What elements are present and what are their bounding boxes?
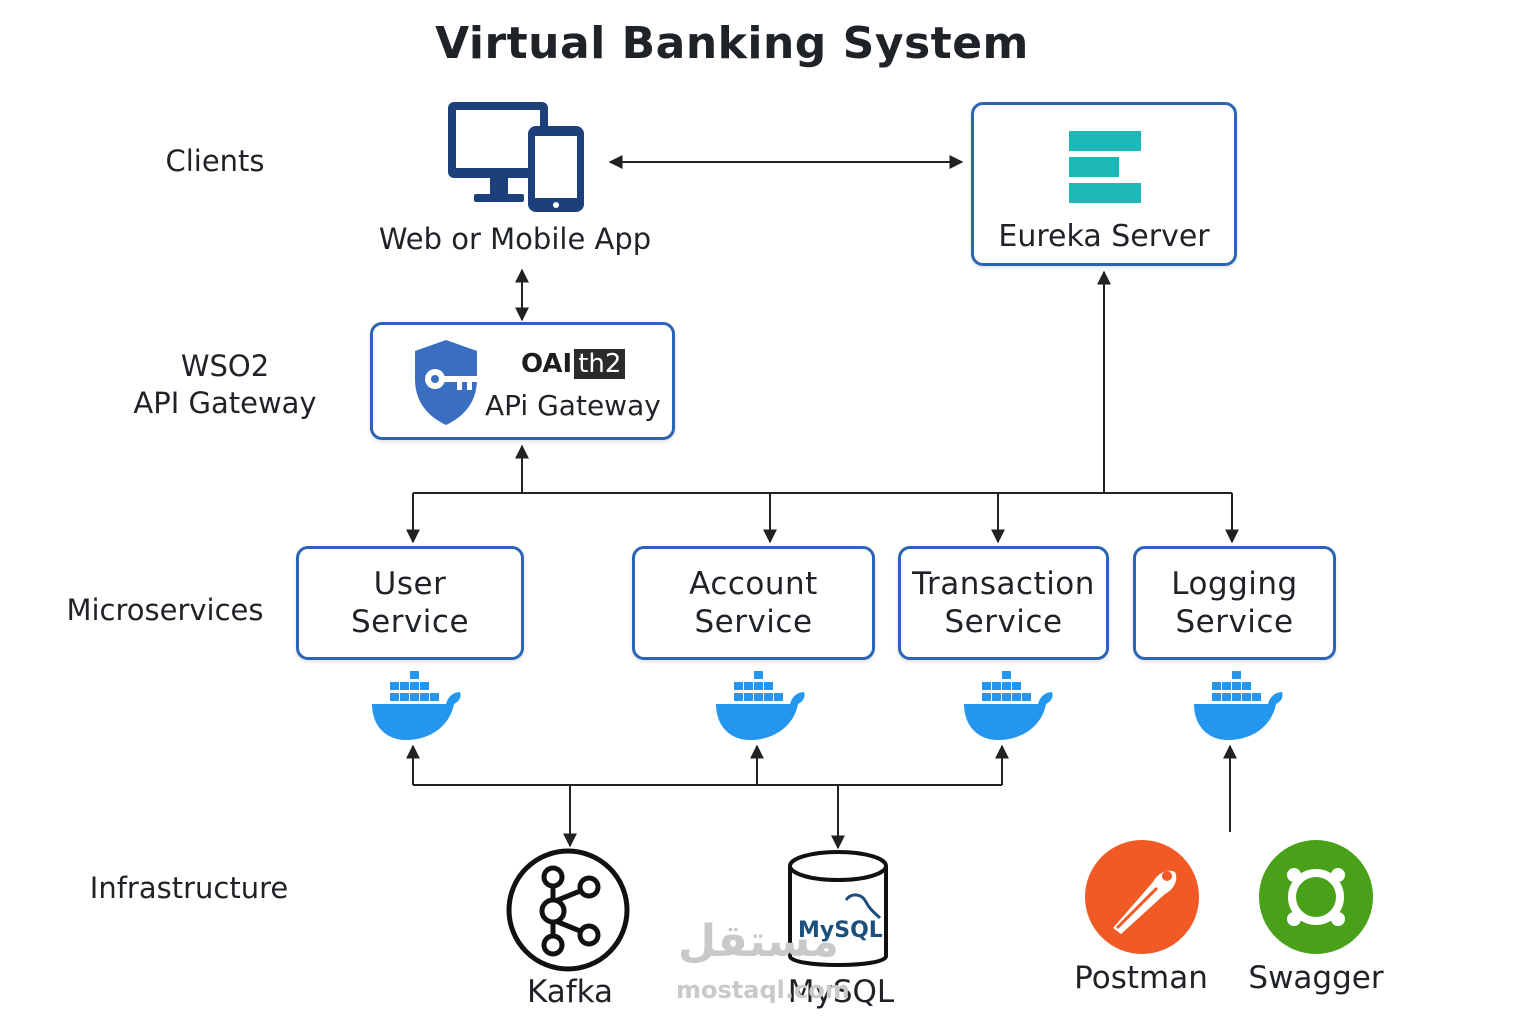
layer-label-clients: Clients <box>165 144 265 178</box>
oauth2-logo: OAI th2 <box>521 347 626 381</box>
layer-label-infrastructure: Infrastructure <box>89 871 289 905</box>
user-service-box: User Service <box>296 546 524 660</box>
devices-icon <box>448 102 584 212</box>
transaction-service-box: Transaction Service <box>898 546 1109 660</box>
layer-label-gateway: WSO2 API Gateway <box>120 348 330 422</box>
postman-icon <box>1085 840 1199 954</box>
docker-icon <box>372 671 461 740</box>
swagger-label: Swagger <box>1248 960 1384 996</box>
docker-icon <box>716 671 805 740</box>
eureka-server-box: Eureka Server <box>971 102 1237 266</box>
kafka-icon <box>506 848 630 972</box>
diagram-title: Virtual Banking System <box>435 18 1029 69</box>
mysql-database-icon <box>788 850 888 967</box>
swagger-icon <box>1259 840 1373 954</box>
logging-service-box: Logging Service <box>1133 546 1336 660</box>
mysql-label: MySQL <box>787 974 895 1010</box>
docker-icon <box>964 671 1053 740</box>
oauth2-logo-right: th2 <box>574 349 626 379</box>
layer-label-gateway-line2: API Gateway <box>133 386 317 420</box>
shield-key-icon <box>415 340 477 425</box>
mysql-logo-text: MySQL <box>798 918 883 943</box>
api-gateway-box: OAI th2 APi Gateway <box>370 322 675 440</box>
watermark-arabic: مستقل <box>678 916 839 967</box>
oauth2-logo-left: OAI <box>521 349 573 379</box>
api-gateway-label: APi Gateway <box>485 389 661 422</box>
mysql-logo: MySQL <box>798 918 883 943</box>
account-service-box: Account Service <box>632 546 875 660</box>
eureka-logo-icon <box>1069 131 1141 203</box>
docker-icon <box>1194 671 1283 740</box>
postman-label: Postman <box>1074 960 1208 996</box>
layer-label-microservices: Microservices <box>66 593 264 627</box>
watermark-latin: mostaql.com <box>676 976 850 1004</box>
kafka-label: Kafka <box>526 974 614 1010</box>
layer-label-gateway-line1: WSO2 <box>180 349 270 383</box>
client-label: Web or Mobile App <box>378 222 652 256</box>
eureka-server-label: Eureka Server <box>998 219 1210 254</box>
